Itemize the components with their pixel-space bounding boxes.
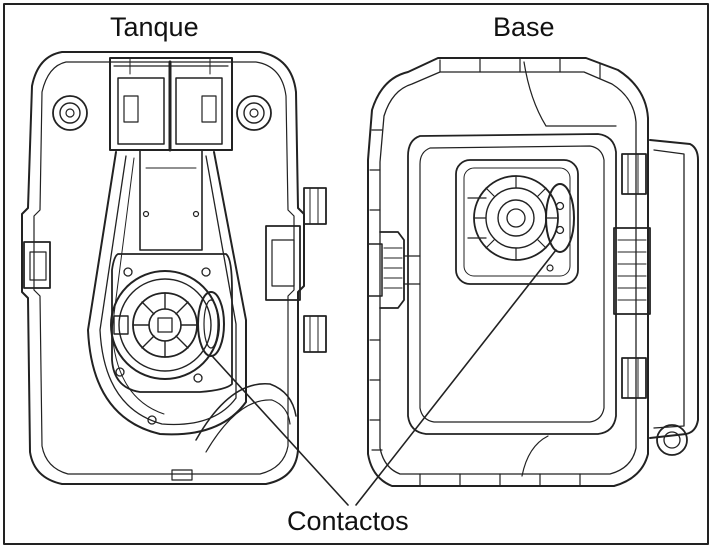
tank-connector-housing <box>111 253 233 393</box>
tank-contacts-oval <box>197 291 225 357</box>
tank-knob-upper <box>303 187 327 225</box>
tank-knob-lower <box>303 315 327 353</box>
base-body-outline <box>367 57 649 487</box>
contacts-leader-lines <box>212 249 557 506</box>
base-hinge-wheel <box>656 424 688 456</box>
base-hinge-bar <box>649 139 699 439</box>
base-connector-pad <box>455 159 579 285</box>
tank-funnel-inner <box>99 155 237 426</box>
tank-screw-boss-left <box>52 95 88 131</box>
base-rib-ticks-left <box>369 129 383 451</box>
tank-top-right-block <box>175 77 223 145</box>
tank-gear-teeth <box>132 292 198 358</box>
base-contacts-oval <box>545 183 575 253</box>
tank-body-inner <box>33 61 295 475</box>
base-connector-teeth <box>473 175 559 261</box>
base-rib-ticks-bottom <box>419 473 581 487</box>
base-label: Base <box>493 12 555 42</box>
tank-label: Tanque <box>110 12 199 42</box>
base-knob-lower <box>621 357 647 399</box>
base-inner-tray <box>407 133 617 435</box>
tank-top-slot-right <box>201 95 217 123</box>
base-rib-ticks-top <box>439 57 601 79</box>
tank-funnel-outer <box>87 151 247 436</box>
base-unit <box>367 57 699 487</box>
leader-line-tank <box>212 356 349 506</box>
tank-connector-ring <box>110 270 220 380</box>
tank-top-slot-left <box>123 95 139 123</box>
base-body-inner <box>379 71 637 475</box>
tank-screw-boss-right <box>236 95 272 131</box>
tank-unit <box>21 51 327 485</box>
tank-bottom-handle <box>195 383 297 441</box>
base-knob-upper <box>621 153 647 195</box>
tank-side-tab-right <box>265 225 301 301</box>
tank-body-outline <box>21 51 305 485</box>
base-side-clip-left <box>379 231 405 309</box>
outer-border <box>3 3 709 545</box>
leader-line-base <box>355 249 557 506</box>
tank-stem <box>139 149 203 251</box>
tank-top-left-block <box>117 77 165 145</box>
contacts-label: Contactos <box>287 506 409 536</box>
base-hinge-latch <box>613 227 651 315</box>
tank-side-tab-left <box>23 241 51 289</box>
